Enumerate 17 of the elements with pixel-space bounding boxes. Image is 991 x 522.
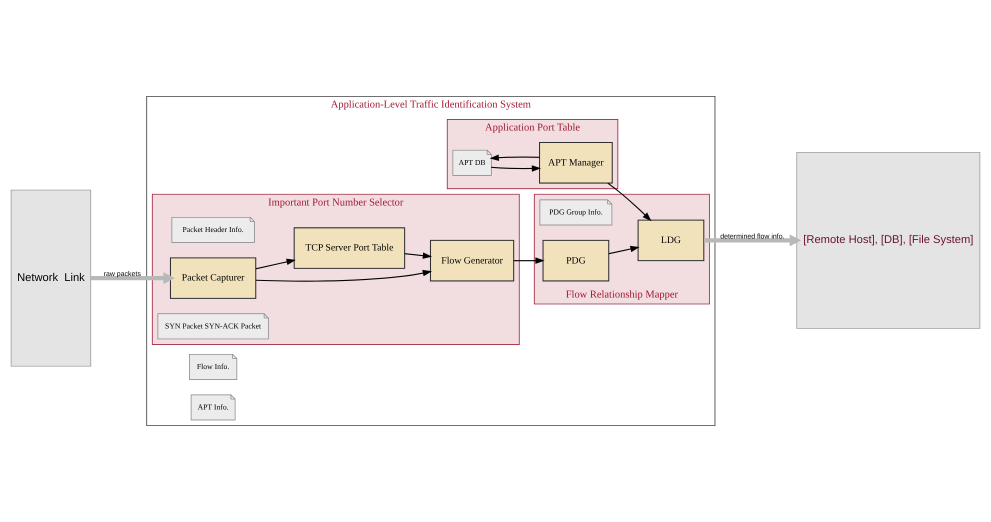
node-box: Network Link bbox=[10, 190, 92, 367]
node-box: LDG bbox=[638, 220, 704, 262]
node-box: APT Manager bbox=[539, 142, 613, 184]
node-box: TCP Server Port Table bbox=[294, 227, 406, 269]
arrow bbox=[404, 252, 432, 259]
arrow bbox=[491, 165, 542, 172]
arrow bbox=[514, 257, 545, 264]
arrow bbox=[256, 270, 432, 282]
node-box: PDG bbox=[542, 240, 610, 282]
arrow bbox=[256, 258, 296, 270]
arrow bbox=[608, 246, 640, 254]
arrow bbox=[704, 234, 802, 246]
arrow bbox=[490, 154, 540, 161]
node-box: [Remote Host], [DB], [File System] bbox=[796, 152, 980, 329]
node-box: Flow Generator bbox=[430, 240, 514, 282]
arrow bbox=[90, 272, 175, 284]
node-box: Packet Capturer bbox=[170, 257, 256, 299]
